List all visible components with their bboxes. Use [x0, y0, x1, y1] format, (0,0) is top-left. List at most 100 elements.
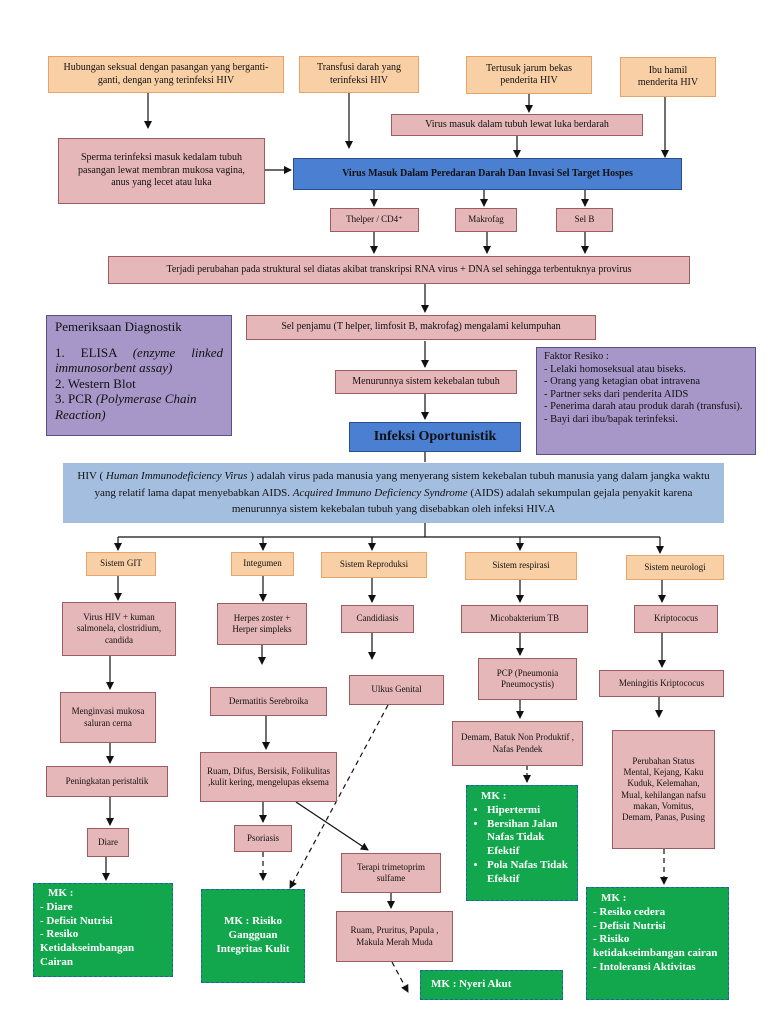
diagnostic-item-pcr: 3. PCR (Polymerase Chain Reaction)	[55, 391, 223, 422]
integ-pruritus-text: Ruam, Pruritus, Papula , Makula Merah Mu…	[350, 925, 439, 947]
integ-psoriasis-text: Psoriasis	[246, 832, 279, 843]
git-mk-item: - Defisit Nutrisi	[40, 914, 113, 927]
system-neurologi-label: Sistem neurologi	[644, 561, 706, 572]
nyeri-mk-text: MK : Nyeri Akut	[431, 978, 512, 991]
integ-mk-box: MK : Risiko Gangguan Integritas Kulit	[201, 889, 305, 983]
cause-needle-text: Tertusuk jarum bekas penderita HIV	[486, 62, 572, 87]
immune-decline-text: Menurunnya sistem kekebalan tubuh	[352, 375, 500, 387]
structural-change-text: Terjadi perubahan pada struktural sel di…	[166, 263, 632, 275]
system-integumen-box: Integumen	[231, 552, 294, 576]
git-mk-item: - Resiko Ketidakseimbangan Cairan	[40, 928, 135, 968]
system-integumen-label: Integumen	[243, 558, 282, 569]
neuro-mk-item: - Resiko cedera	[593, 905, 666, 918]
diagnostic-item-western: 2. Western Blot	[55, 375, 136, 391]
git-invasion-box: Menginvasi mukosa saluran cerna	[60, 692, 156, 743]
diagnostic-box: Pemeriksaan Diagnostik 1. ELISA (enzyme …	[46, 315, 232, 436]
neuro-mk-title: MK :	[601, 892, 627, 904]
resp-symptoms-box: Demam, Batuk Non Produktif , Nafas Pende…	[452, 721, 583, 766]
definition-part: (AIDS) adalah sekumpulan gejala penyakit…	[231, 486, 693, 516]
virus-main-text: Virus Masuk Dalam Peredaran Darah Dan In…	[342, 167, 633, 179]
cause-needle-box: Tertusuk jarum bekas penderita HIV	[466, 56, 592, 94]
integ-herpes-text: Herpes zoster + Herper simpleks	[232, 612, 292, 634]
opportunistic-text: Infeksi Oportunistik	[373, 429, 497, 445]
repro-ulcer-text: Ulkus Genital	[371, 684, 422, 695]
structural-change-box: Terjadi perubahan pada struktural sel di…	[108, 256, 690, 284]
risk-factor-title: Faktor Resiko :	[544, 351, 609, 362]
git-diare-text: Diare	[98, 836, 118, 847]
host-paralysis-box: Sel penjamu (T helper, limfosit B, makro…	[246, 315, 596, 340]
resp-mk-box: MK : Hipertermi Bersihan Jalan Nafas Tid…	[466, 785, 578, 901]
cause-mother-box: Ibu hamil menderita HIV	[620, 57, 716, 97]
integ-dermatitis-text: Dermatitis Serebroika	[228, 695, 309, 706]
git-virus-text: Virus HIV + kuman salmonela, clostridium…	[76, 612, 162, 645]
host-paralysis-text: Sel penjamu (T helper, limfosit B, makro…	[281, 321, 561, 333]
diagnostic-elisa-label: 1. ELISA	[55, 344, 133, 360]
integ-therapy-box: Terapi trimetoprim sulfame	[341, 853, 441, 893]
diagnostic-title: Pemeriksaan Diagnostik	[55, 319, 182, 334]
risk-factor-item: - Bayi dari ibu/bapak terinfeksi.	[544, 413, 678, 425]
repro-candidiasis-text: Candidiasis	[356, 613, 399, 624]
definition-part: ) adalah virus pada manusia yang menyera…	[94, 470, 710, 499]
target-makrofag-text: Makrofag	[468, 214, 504, 225]
target-makrofag-box: Makrofag	[455, 208, 517, 232]
integ-pruritus-box: Ruam, Pruritus, Papula , Makula Merah Mu…	[336, 911, 453, 962]
neuro-mk-item: - Risiko ketidakseimbangan cairan	[593, 933, 718, 959]
definition-part: HIV (	[77, 470, 106, 483]
integ-psoriasis-box: Psoriasis	[234, 825, 292, 852]
resp-mk-item: Bersihan Jalan Nafas Tidak Efektif	[487, 818, 571, 859]
neuro-mk-box: MK : - Resiko cedera - Defisit Nutrisi -…	[586, 887, 729, 1000]
system-respirasi-label: Sistem respirasi	[492, 560, 550, 571]
system-git-box: Sistem GIT	[86, 552, 156, 576]
integ-dermatitis-box: Dermatitis Serebroika	[210, 687, 327, 716]
target-thelper-text: Thelper / CD4⁺	[346, 214, 403, 225]
system-neurologi-box: Sistem neurologi	[626, 555, 724, 580]
virus-wound-box: Virus masuk dalam tubuh lewat luka berda…	[391, 114, 643, 136]
target-selb-box: Sel B	[556, 208, 613, 232]
neuro-meningitis-text: Meningitis Kriptococus	[618, 677, 705, 688]
resp-pcp-text: PCP (Pneumonia Pneumocystis)	[496, 667, 559, 689]
git-virus-box: Virus HIV + kuman salmonela, clostridium…	[62, 602, 176, 656]
resp-mk-item: Hipertermi	[487, 804, 571, 818]
resp-pcp-box: PCP (Pneumonia Pneumocystis)	[478, 658, 577, 700]
opportunistic-box: Infeksi Oportunistik	[349, 422, 521, 452]
resp-tb-text: Micobakterium TB	[489, 613, 560, 624]
integ-therapy-text: Terapi trimetoprim sulfame	[356, 861, 426, 883]
git-mk-title: MK :	[48, 887, 74, 899]
git-mk-item: - Diare	[40, 900, 73, 913]
system-reproduksi-box: Sistem Reproduksi	[321, 552, 427, 578]
diagnostic-pcr-label: 3. PCR	[55, 391, 96, 407]
neuro-kriptococus-box: Kriptococus	[634, 605, 718, 633]
resp-tb-box: Micobakterium TB	[461, 605, 588, 633]
cause-transfusion-box: Transfusi darah yang terinfeksi HIV	[299, 56, 419, 93]
neuro-mk-item: - Defisit Nutrisi	[593, 919, 666, 932]
git-peristaltic-box: Peningkatan peristaltik	[46, 766, 168, 797]
diagnostic-elisa-desc: (enzyme linked immunosorbent assay)	[55, 344, 223, 376]
definition-hiv-term: Human Immunodeficiency Virus	[105, 470, 248, 483]
integ-herpes-box: Herpes zoster + Herper simpleks	[217, 603, 307, 645]
sperm-box: Sperma terinfeksi masuk kedalam tubuh pa…	[58, 138, 265, 204]
cause-transfusion-text: Transfusi darah yang terinfeksi HIV	[316, 62, 402, 86]
system-git-label: Sistem GIT	[100, 558, 142, 569]
neuro-symptoms-box: Perubahan Status Mental, Kejang, Kaku Ku…	[612, 730, 715, 849]
repro-ulcer-box: Ulkus Genital	[349, 675, 444, 705]
integ-rash-text: Ruam, Difus, Bersisik, Folikulitas ,kuli…	[206, 765, 330, 787]
risk-factor-box: Faktor Resiko : - Lelaki homoseksual ata…	[536, 347, 756, 455]
virus-wound-text: Virus masuk dalam tubuh lewat luka berda…	[425, 118, 609, 130]
resp-mk-title: MK :	[481, 790, 507, 802]
resp-mk-item: Pola Nafas Tidak Efektif	[487, 859, 571, 887]
nyeri-mk-box: MK : Nyeri Akut	[420, 970, 563, 1000]
integ-rash-box: Ruam, Difus, Bersisik, Folikulitas ,kuli…	[200, 752, 337, 802]
repro-candidiasis-box: Candidiasis	[341, 605, 414, 633]
neuro-mk-item: - Intoleransi Aktivitas	[593, 960, 696, 973]
neuro-kriptococus-text: Kriptococus	[654, 613, 698, 624]
system-reproduksi-label: Sistem Reproduksi	[339, 559, 409, 570]
git-invasion-text: Menginvasi mukosa saluran cerna	[71, 706, 145, 728]
git-mk-box: MK : - Diare - Defisit Nutrisi - Resiko …	[33, 883, 173, 977]
neuro-symptoms-text: Perubahan Status Mental, Kejang, Kaku Ku…	[621, 755, 706, 822]
risk-factor-item: - Penerima darah atau produk darah (tran…	[544, 401, 743, 413]
diagnostic-item-elisa: 1. ELISA (enzyme linked immunosorbent as…	[55, 345, 223, 376]
definition-text: HIV ( Human Immunodeficiency Virus ) ada…	[73, 468, 714, 518]
target-selb-text: Sel B	[574, 214, 595, 225]
cause-sexual-box: Hubungan seksual dengan pasangan yang be…	[48, 56, 284, 93]
